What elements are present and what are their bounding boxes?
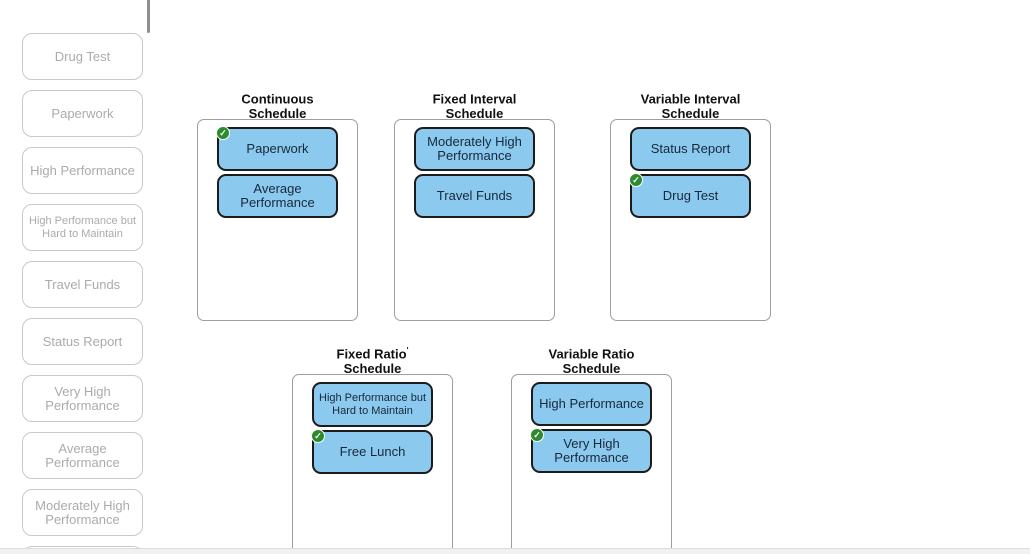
chip-label: Very High Performance — [554, 435, 629, 465]
chip-label: Drug Test — [662, 187, 719, 203]
sidebar-scrollbar-thumb[interactable] — [147, 0, 150, 33]
bank-item-label: Travel Funds — [44, 276, 121, 292]
bank-item[interactable]: Status Report — [22, 318, 143, 365]
dropzone-title-line1: Continuous — [241, 91, 314, 107]
bank-item-label: Status Report — [42, 333, 123, 349]
dropzone-fixed-ratio: Fixed Ratio' Schedule High Performance b… — [292, 343, 453, 554]
dropzone-title-line2: Schedule — [248, 106, 307, 122]
bank-item[interactable]: Drug Test — [22, 33, 143, 80]
dropzone-title-line1: Fixed Interval — [432, 91, 517, 107]
chip-label: Travel Funds — [436, 187, 513, 203]
dropzone-box[interactable]: Status Report ✓ Drug Test — [610, 119, 771, 321]
bank-item-label: Paperwork — [51, 105, 114, 121]
dropped-chip[interactable]: ✓ Free Lunch — [311, 429, 433, 474]
dropzone-title-line2: Schedule — [445, 106, 504, 122]
dropzone-box[interactable]: High Performance ✓ Very High Performance — [511, 374, 672, 554]
dropzone-variable-ratio: Variable Ratio Schedule High Performance… — [511, 343, 672, 554]
correct-check-icon: ✓ — [629, 173, 643, 187]
dropped-chip[interactable]: ✓ Very High Performance — [530, 428, 652, 473]
chip-label: High Performance — [539, 395, 644, 411]
chip-label: Free Lunch — [339, 443, 406, 459]
dropzone-title-line1: Variable Ratio — [548, 346, 635, 362]
correct-check-icon: ✓ — [216, 126, 230, 140]
bank-item[interactable]: Very High Performance — [22, 375, 143, 422]
bank-item-label: High Performance but Hard to Maintain — [29, 215, 136, 240]
chip-label: Moderately High Performance — [427, 133, 522, 163]
dropzone-title: Fixed Ratio' Schedule — [292, 343, 453, 377]
dropzone-title-line2: Schedule — [343, 361, 402, 377]
dropzone-title: Variable Ratio Schedule — [511, 343, 672, 377]
correct-check-icon: ✓ — [530, 428, 544, 442]
dropzone-title-line1: Variable Interval — [640, 91, 741, 107]
bank-item[interactable]: Travel Funds — [22, 261, 143, 308]
dropped-chip[interactable]: Status Report — [630, 127, 751, 171]
horizontal-scrollbar-track — [0, 548, 1030, 554]
dropped-chip[interactable]: ✓ Paperwork — [216, 126, 338, 171]
chip-label: Average Performance — [240, 180, 315, 210]
bank-item[interactable]: High Performance — [22, 147, 143, 194]
bank-item-label: Very High Performance — [45, 383, 120, 413]
dropped-chip[interactable]: High Performance but Hard to Maintain — [312, 382, 433, 427]
bank-item-label: High Performance — [30, 162, 135, 178]
chip-label: Paperwork — [246, 140, 309, 156]
dropped-chip[interactable]: Average Performance — [217, 174, 338, 218]
dropzone-title: Variable Interval Schedule — [610, 88, 771, 122]
bank-item-label: Drug Test — [54, 48, 111, 64]
dropzone-box[interactable]: High Performance but Hard to Maintain ✓ … — [292, 374, 453, 554]
dropzone-title-mark: ' — [406, 346, 409, 355]
bank-item-label: Moderately High Performance — [35, 497, 130, 527]
dropzone-title: Continuous Schedule — [197, 88, 358, 122]
bank-item[interactable]: Moderately High Performance — [22, 489, 143, 536]
bank-item[interactable]: Average Performance — [22, 432, 143, 479]
bank-item[interactable]: Paperwork — [22, 90, 143, 137]
dropzone-continuous: Continuous Schedule ✓ Paperwork Average … — [197, 88, 358, 321]
dropped-chip[interactable]: Travel Funds — [414, 174, 535, 218]
dropzone-title-line1: Fixed Ratio — [336, 346, 407, 362]
dropzone-title-line2: Schedule — [562, 361, 621, 377]
dropzone-fixed-interval: Fixed Interval Schedule Moderately High … — [394, 88, 555, 321]
dropzone-variable-interval: Variable Interval Schedule Status Report… — [610, 88, 771, 321]
dropzone-title: Fixed Interval Schedule — [394, 88, 555, 122]
word-bank: Drug Test Paperwork High Performance Hig… — [22, 33, 143, 554]
correct-check-icon: ✓ — [311, 429, 325, 443]
dropped-chip[interactable]: ✓ Drug Test — [629, 173, 751, 218]
dropped-chip[interactable]: Moderately High Performance — [414, 127, 535, 171]
chip-label: Status Report — [650, 140, 731, 156]
bank-item[interactable]: High Performance but Hard to Maintain — [22, 204, 143, 251]
dropped-chip[interactable]: High Performance — [531, 382, 652, 426]
dropzone-box[interactable]: ✓ Paperwork Average Performance — [197, 119, 358, 321]
chip-label: High Performance but Hard to Maintain — [319, 392, 426, 417]
dropzone-box[interactable]: Moderately High Performance Travel Funds — [394, 119, 555, 321]
bank-item-label: Average Performance — [45, 440, 120, 470]
dropzone-title-line2: Schedule — [661, 106, 720, 122]
